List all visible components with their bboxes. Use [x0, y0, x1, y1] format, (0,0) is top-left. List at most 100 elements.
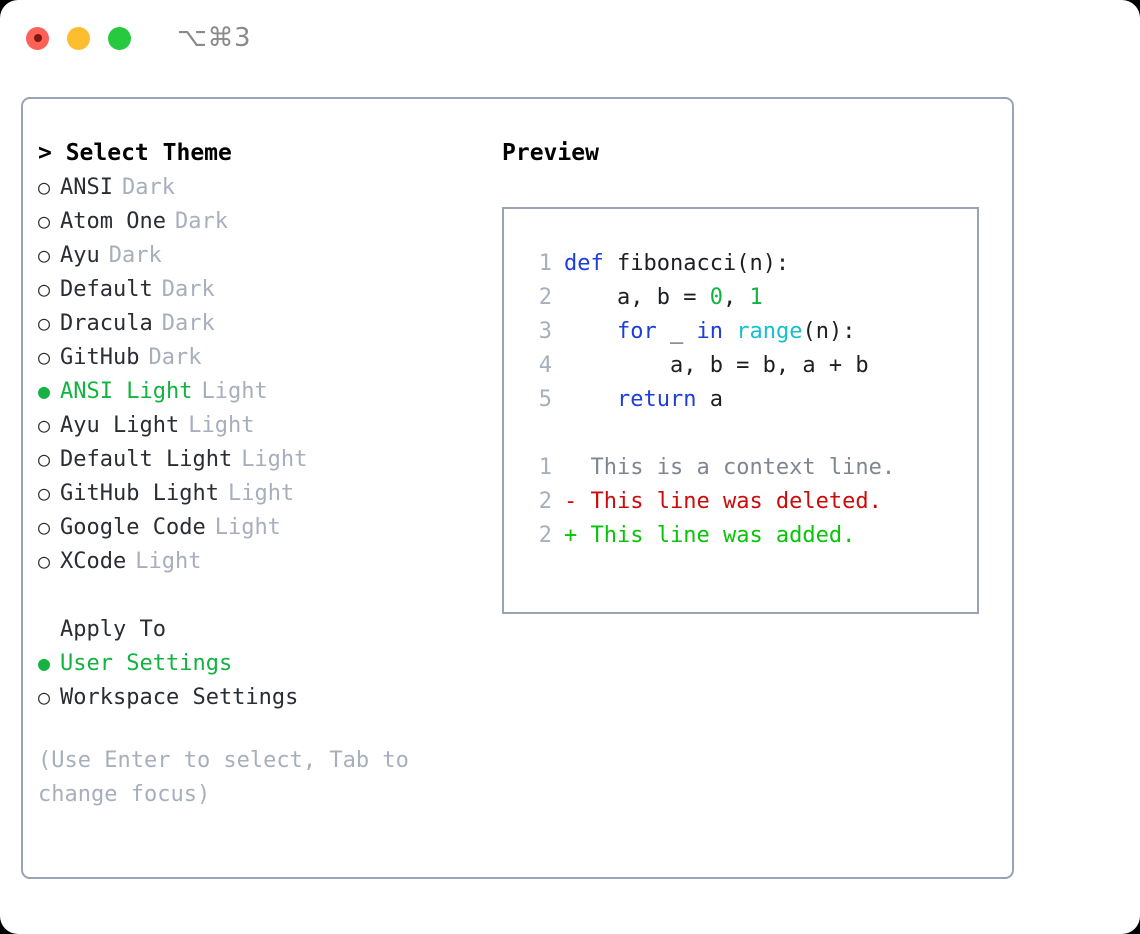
apply-to-option-workspace-settings[interactable]: ○ Workspace Settings: [38, 680, 488, 714]
keyboard-shortcut-label: ⌥⌘3: [177, 23, 252, 53]
code-line: 5 return a: [522, 383, 977, 417]
theme-option-kind-badge: Dark: [161, 311, 215, 336]
theme-option-kind-badge: Light: [227, 481, 295, 506]
theme-option-label: Ayu Light: [60, 413, 180, 438]
code-token-num: 1: [749, 285, 763, 310]
code-token-plain: (n):: [802, 319, 856, 344]
theme-option-label: Dracula: [60, 311, 153, 336]
radio-unselected-icon: ○: [38, 345, 51, 369]
diff-marker: +: [564, 523, 591, 548]
theme-option-atom-one[interactable]: ○ Atom One Dark: [38, 204, 488, 238]
code-line-text: return a: [564, 383, 723, 417]
diff-line-body: This is a context line.: [590, 455, 896, 480]
code-line: 4 a, b = b, a + b: [522, 349, 977, 383]
theme-option-label: Atom One: [60, 209, 166, 234]
apply-to-option-label: Workspace Settings: [60, 685, 299, 710]
line-number: 4: [538, 353, 552, 378]
diff-line-del: 2- This line was deleted.: [522, 485, 977, 519]
theme-option-kind-badge: Light: [241, 447, 308, 472]
radio-unselected-icon: ○: [38, 311, 51, 335]
diff-marker: [564, 455, 591, 480]
theme-option-kind-badge: Dark: [148, 345, 202, 370]
minimize-button[interactable]: [67, 26, 90, 50]
theme-option-kind-badge: Dark: [121, 175, 175, 200]
code-line: 3 for _ in range(n):: [522, 315, 977, 349]
zoom-button[interactable]: [108, 26, 131, 50]
diff-line-text: This is a context line.: [564, 451, 896, 485]
theme-option-label: Google Code: [60, 515, 206, 540]
theme-option-kind-badge: Light: [214, 515, 281, 540]
code-line: 2 a, b = 0, 1: [522, 281, 977, 315]
code-token-plain: a, b =: [564, 285, 710, 310]
diff-line-ctx: 1 This is a context line.: [522, 451, 977, 485]
radio-unselected-icon: ○: [38, 243, 51, 267]
radio-unselected-icon: ○: [38, 515, 51, 539]
theme-option-kind-badge: Light: [201, 379, 268, 404]
radio-unselected-icon: ○: [38, 209, 51, 233]
diff-line-body: This line was deleted.: [590, 489, 882, 514]
code-token-kw: def: [564, 251, 604, 276]
code-token-plain: _: [656, 319, 697, 344]
select-theme-heading: > Select Theme: [38, 140, 232, 166]
code-token-fn: range: [736, 319, 803, 344]
code-token-plain: [723, 319, 736, 344]
apply-to-label: Apply To: [60, 617, 166, 642]
radio-unselected-icon: ○: [38, 175, 51, 199]
code-diff-spacer: [522, 417, 977, 451]
diff-line-body: This line was added.: [590, 523, 856, 548]
code-token-kw: for: [616, 319, 657, 344]
line-number: 2: [538, 285, 552, 310]
line-number: 2: [538, 523, 552, 548]
line-number: 5: [538, 387, 552, 412]
radio-unselected-icon: ○: [38, 549, 51, 573]
window-controls: [26, 26, 131, 50]
diff-marker: -: [564, 489, 591, 514]
code-token-plain: [564, 387, 617, 412]
apply-to-option-label: User Settings: [60, 651, 233, 676]
code-token-plain: [564, 319, 617, 344]
theme-option-label: XCode: [60, 549, 127, 574]
theme-option-kind-badge: Light: [135, 549, 202, 574]
code-line-text: a, b = b, a + b: [564, 349, 869, 383]
line-number: 3: [538, 319, 552, 344]
theme-option-xcode[interactable]: ○ XCode Light: [38, 544, 488, 578]
code-token-plain: fibonacci(n):: [603, 251, 790, 276]
code-token-num: 0: [709, 285, 723, 310]
radio-unselected-icon: ○: [38, 685, 51, 709]
theme-option-google-code[interactable]: ○ Google Code Light: [38, 510, 488, 544]
theme-option-kind-badge: Light: [188, 413, 255, 438]
theme-option-ayu[interactable]: ○ Ayu Dark: [38, 238, 488, 272]
line-number: 1: [538, 455, 552, 480]
apply-to-option-user-settings[interactable]: ●User Settings: [38, 646, 488, 680]
apply-to-heading: ○ Apply To: [38, 612, 488, 646]
code-token-plain: a, b = b, a + b: [564, 353, 869, 378]
diff-line-text: + This line was added.: [564, 519, 855, 553]
code-token-kw: return: [616, 387, 697, 412]
theme-option-label: Ayu: [60, 243, 100, 268]
radio-unselected-icon: ○: [38, 277, 51, 301]
line-number: 2: [538, 489, 552, 514]
theme-option-kind-badge: Dark: [174, 209, 228, 234]
keyboard-hint-text: (Use Enter to select, Tab to change focu…: [38, 748, 409, 807]
close-button[interactable]: [26, 26, 49, 50]
diff-line-add: 2 + This line was added.: [522, 519, 977, 553]
radio-unselected-icon: ○: [38, 481, 51, 505]
theme-option-label: Default Light: [60, 447, 233, 472]
theme-option-kind-badge: Dark: [108, 243, 162, 268]
theme-option-label: GitHub Light: [60, 481, 219, 506]
theme-option-dracula[interactable]: ○ Dracula Dark: [38, 306, 488, 340]
theme-option-github-light[interactable]: ○ GitHub Light Light: [38, 476, 488, 510]
radio-selected-icon: ●: [38, 379, 51, 403]
